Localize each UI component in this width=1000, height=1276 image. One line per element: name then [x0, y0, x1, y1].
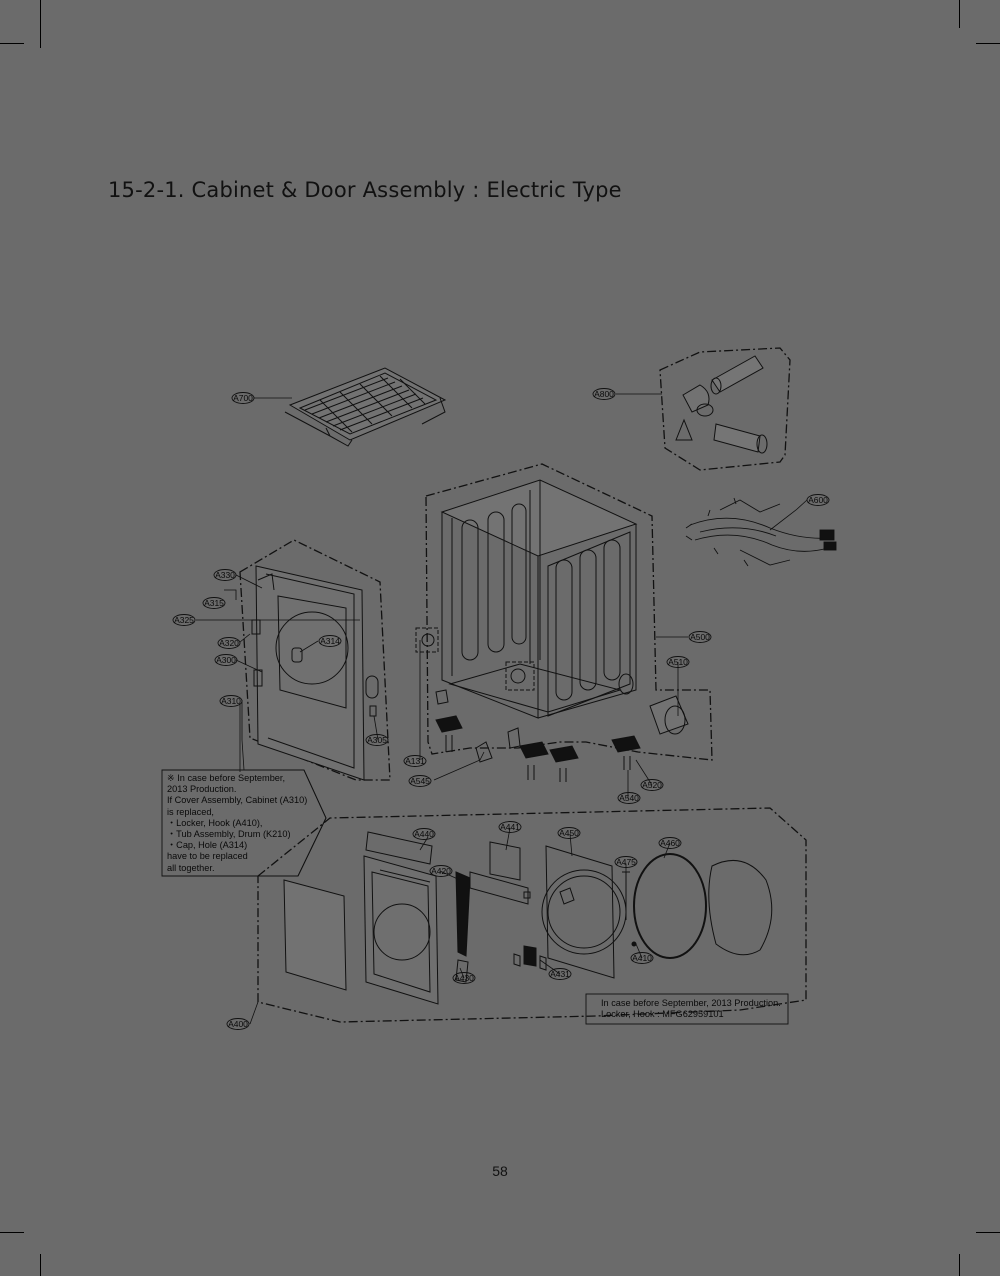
lock-part — [523, 945, 537, 967]
vent-kit-group-outline — [659, 347, 791, 471]
crop-mark — [0, 43, 24, 44]
latch-bracket-part — [469, 841, 531, 905]
callout-a600: A600 — [808, 495, 828, 505]
door-group-outline — [257, 807, 807, 1023]
cabinet-front-panel-part — [251, 565, 379, 781]
page-number: 58 — [492, 1163, 508, 1179]
callout-a460: A460 — [660, 838, 680, 848]
top-cover-part — [284, 367, 447, 447]
callout-a475: A475 — [616, 857, 636, 867]
callout-a315: A315 — [204, 598, 224, 608]
door-inner-frame-part — [541, 845, 627, 979]
callout-a800: A800 — [594, 389, 614, 399]
exhaust-duct-part — [675, 355, 768, 454]
page-title: 15-2-1. Cabinet & Door Assembly : Electr… — [108, 178, 622, 202]
callout-a510: A510 — [668, 657, 688, 667]
crop-mark — [976, 1232, 1000, 1233]
callout-markers — [172, 388, 830, 1030]
hinge-rod-part — [455, 871, 471, 957]
grommet-part — [415, 627, 439, 653]
door-frame-part — [363, 855, 439, 1005]
door-glass-part — [708, 859, 773, 956]
callout-a700: A700 — [233, 393, 253, 403]
cabinet-part — [440, 479, 638, 719]
callout-a431: A431 — [550, 969, 570, 979]
door-locker-note: In case before September, 2013 Productio… — [601, 998, 781, 1020]
door-outer-panel-part — [283, 879, 347, 991]
callout-a300: A300 — [216, 655, 236, 665]
callout-a314: A314 — [320, 636, 340, 646]
callout-a320: A320 — [219, 638, 239, 648]
callout-a430: A430 — [454, 973, 474, 983]
door-gasket-part — [633, 853, 707, 959]
door-note-frame — [585, 993, 789, 1025]
crop-mark — [40, 0, 41, 48]
crop-mark — [959, 1254, 960, 1276]
callout-a400: A400 — [228, 1019, 248, 1029]
handle-strip-part — [365, 831, 433, 865]
callout-a305: A305 — [367, 735, 387, 745]
callout-a450: A450 — [559, 828, 579, 838]
callout-a330: A330 — [215, 570, 235, 580]
exhaust-outlet-part — [649, 695, 689, 735]
callout-a540: A540 — [619, 793, 639, 803]
leveling-feet-part — [435, 689, 641, 782]
callout-a325: A325 — [174, 615, 194, 625]
crop-mark — [976, 43, 1000, 44]
callout-a420: A420 — [431, 866, 451, 876]
callout-a500: A500 — [690, 632, 710, 642]
crop-mark — [40, 1254, 41, 1276]
callout-a440: A440 — [414, 829, 434, 839]
callout-a545: A545 — [410, 776, 430, 786]
callout-a441: A441 — [500, 822, 520, 832]
callout-a410: A410 — [632, 953, 652, 963]
cabinet-replacement-note: ※ In case before September, 2013 Product… — [167, 773, 308, 873]
wire-harness-part — [685, 497, 837, 567]
callout-a131: A131 — [405, 756, 425, 766]
callout-a310: A310 — [221, 696, 241, 706]
crop-mark — [0, 1232, 24, 1233]
crop-mark — [959, 0, 960, 28]
callout-a520: A520 — [642, 780, 662, 790]
hinge-part — [455, 959, 469, 983]
